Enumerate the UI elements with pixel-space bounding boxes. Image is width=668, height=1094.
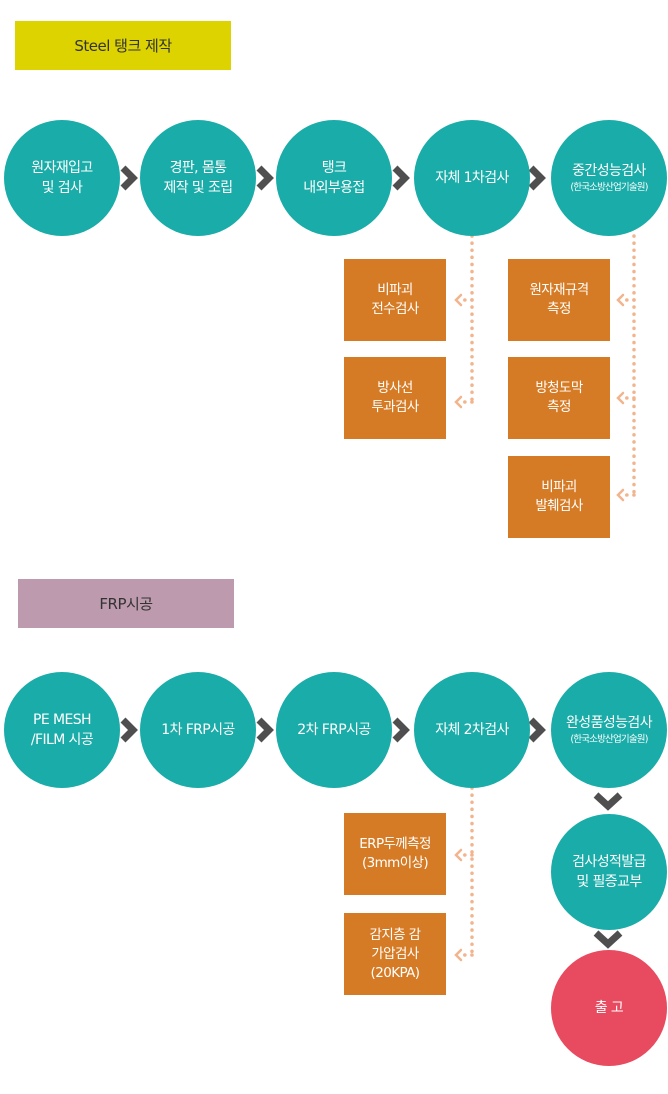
steel-mid-check-ndt-sample: 비파괴 발췌검사 bbox=[508, 456, 610, 538]
step-label: /FILM 시공 bbox=[30, 732, 94, 748]
step-sublabel: (한국소방산업기술원) bbox=[570, 734, 648, 745]
frp-step-certificate-issue: 검사성적발급 및 필증교부 bbox=[551, 814, 667, 930]
frp-self-check-thickness: ERP두께측정 (3mm이상) bbox=[344, 813, 446, 895]
frp-step-self-inspection-2: 자체 2차검사 bbox=[414, 672, 530, 788]
step-label: 자체 1차검사 bbox=[435, 170, 509, 186]
steel-step-welding: 탱크 내외부용접 bbox=[276, 120, 392, 236]
box-label: 측정 bbox=[547, 399, 571, 415]
frp-step-frp-1: 1차 FRP시공 bbox=[140, 672, 256, 788]
steel-step-mid-performance-test: 중간성능검사 (한국소방산업기술원) bbox=[551, 120, 667, 236]
frp-step-release: 출 고 bbox=[551, 950, 667, 1066]
box-label: 방사선 bbox=[377, 380, 413, 396]
steel-step-material-inspection: 원자재입고 및 검사 bbox=[4, 120, 120, 236]
frp-step-final-performance-test: 완성품성능검사 (한국소방산업기술원) bbox=[551, 672, 667, 788]
steel-arrow-1 bbox=[120, 165, 138, 191]
frp-section-header: FRP시공 bbox=[18, 579, 234, 628]
step-label: 경판, 몸통 bbox=[169, 160, 227, 176]
step-label: 출 고 bbox=[594, 1000, 624, 1016]
steel-self-check-radiography: 방사선 투과검사 bbox=[344, 357, 446, 439]
steel-self-check-chevron-1 bbox=[454, 293, 463, 307]
steel-mid-check-chevron-2 bbox=[616, 391, 625, 405]
frp-step-frp-2: 2차 FRP시공 bbox=[276, 672, 392, 788]
steel-step-shell-assembly: 경판, 몸통 제작 및 조립 bbox=[140, 120, 256, 236]
step-label: 자체 2차검사 bbox=[435, 722, 509, 738]
steel-mid-check-chevron-3 bbox=[616, 488, 625, 502]
box-label: 가압검사 bbox=[371, 945, 419, 962]
box-label: 투과검사 bbox=[371, 399, 419, 415]
steel-step-self-inspection-1: 자체 1차검사 bbox=[414, 120, 530, 236]
step-sublabel: (한국소방산업기술원) bbox=[570, 182, 648, 193]
box-label: 원자재규격 bbox=[529, 282, 589, 298]
step-label: 1차 FRP시공 bbox=[161, 722, 235, 738]
box-label: 비파괴 bbox=[541, 479, 577, 495]
step-label: 및 검사 bbox=[41, 180, 83, 196]
steel-arrow-4 bbox=[528, 165, 546, 191]
step-label: 내외부용접 bbox=[303, 180, 365, 196]
box-label: 비파괴 bbox=[377, 282, 413, 298]
step-label: 검사성적발급 bbox=[572, 854, 646, 870]
frp-arrow-4 bbox=[528, 717, 546, 743]
steel-arrow-2 bbox=[256, 165, 274, 191]
steel-arrow-3 bbox=[392, 165, 410, 191]
box-label: 전수검사 bbox=[371, 301, 419, 317]
box-label: 측정 bbox=[547, 301, 571, 317]
frp-arrow-1 bbox=[120, 717, 138, 743]
step-label: 및 필증교부 bbox=[576, 874, 642, 890]
frp-down-arrow-2 bbox=[593, 930, 623, 949]
steel-mid-check-chevron-1 bbox=[616, 293, 625, 307]
step-label: 2차 FRP시공 bbox=[297, 722, 371, 738]
box-label: 감지층 감 bbox=[369, 926, 422, 943]
steel-self-check-chevron-2 bbox=[454, 395, 463, 409]
frp-self-check-pressure: 감지층 감 가압검사 (20KPA) bbox=[344, 913, 446, 995]
step-label: 완성품성능검사 bbox=[566, 715, 653, 731]
steel-mid-check-material-spec: 원자재규격 측정 bbox=[508, 259, 610, 341]
box-label: (3mm이상) bbox=[361, 855, 429, 871]
frp-arrow-2 bbox=[256, 717, 274, 743]
steel-self-check-ndt-full: 비파괴 전수검사 bbox=[344, 259, 446, 341]
step-label: 원자재입고 bbox=[31, 160, 93, 176]
frp-step-pe-mesh: PE MESH /FILM 시공 bbox=[4, 672, 120, 788]
frp-down-arrow-1 bbox=[593, 792, 623, 811]
frp-section-title: FRP시공 bbox=[99, 595, 153, 613]
box-label: 방청도막 bbox=[535, 380, 583, 396]
box-label: (20KPA) bbox=[370, 964, 420, 981]
steel-section-title: Steel 탱크 제작 bbox=[74, 37, 172, 55]
step-label: 제작 및 조립 bbox=[163, 180, 233, 196]
steel-mid-check-coating: 방청도막 측정 bbox=[508, 357, 610, 439]
box-label: ERP두께측정 bbox=[359, 836, 431, 852]
frp-arrow-3 bbox=[392, 717, 410, 743]
step-label: 중간성능검사 bbox=[572, 163, 646, 179]
frp-self-check-chevron-2 bbox=[454, 948, 463, 962]
box-label: 발췌검사 bbox=[535, 498, 583, 514]
frp-self-check-chevron-1 bbox=[454, 848, 463, 862]
steel-section-header: Steel 탱크 제작 bbox=[15, 21, 231, 70]
step-label: 탱크 bbox=[321, 160, 347, 176]
step-label: PE MESH bbox=[33, 712, 91, 728]
